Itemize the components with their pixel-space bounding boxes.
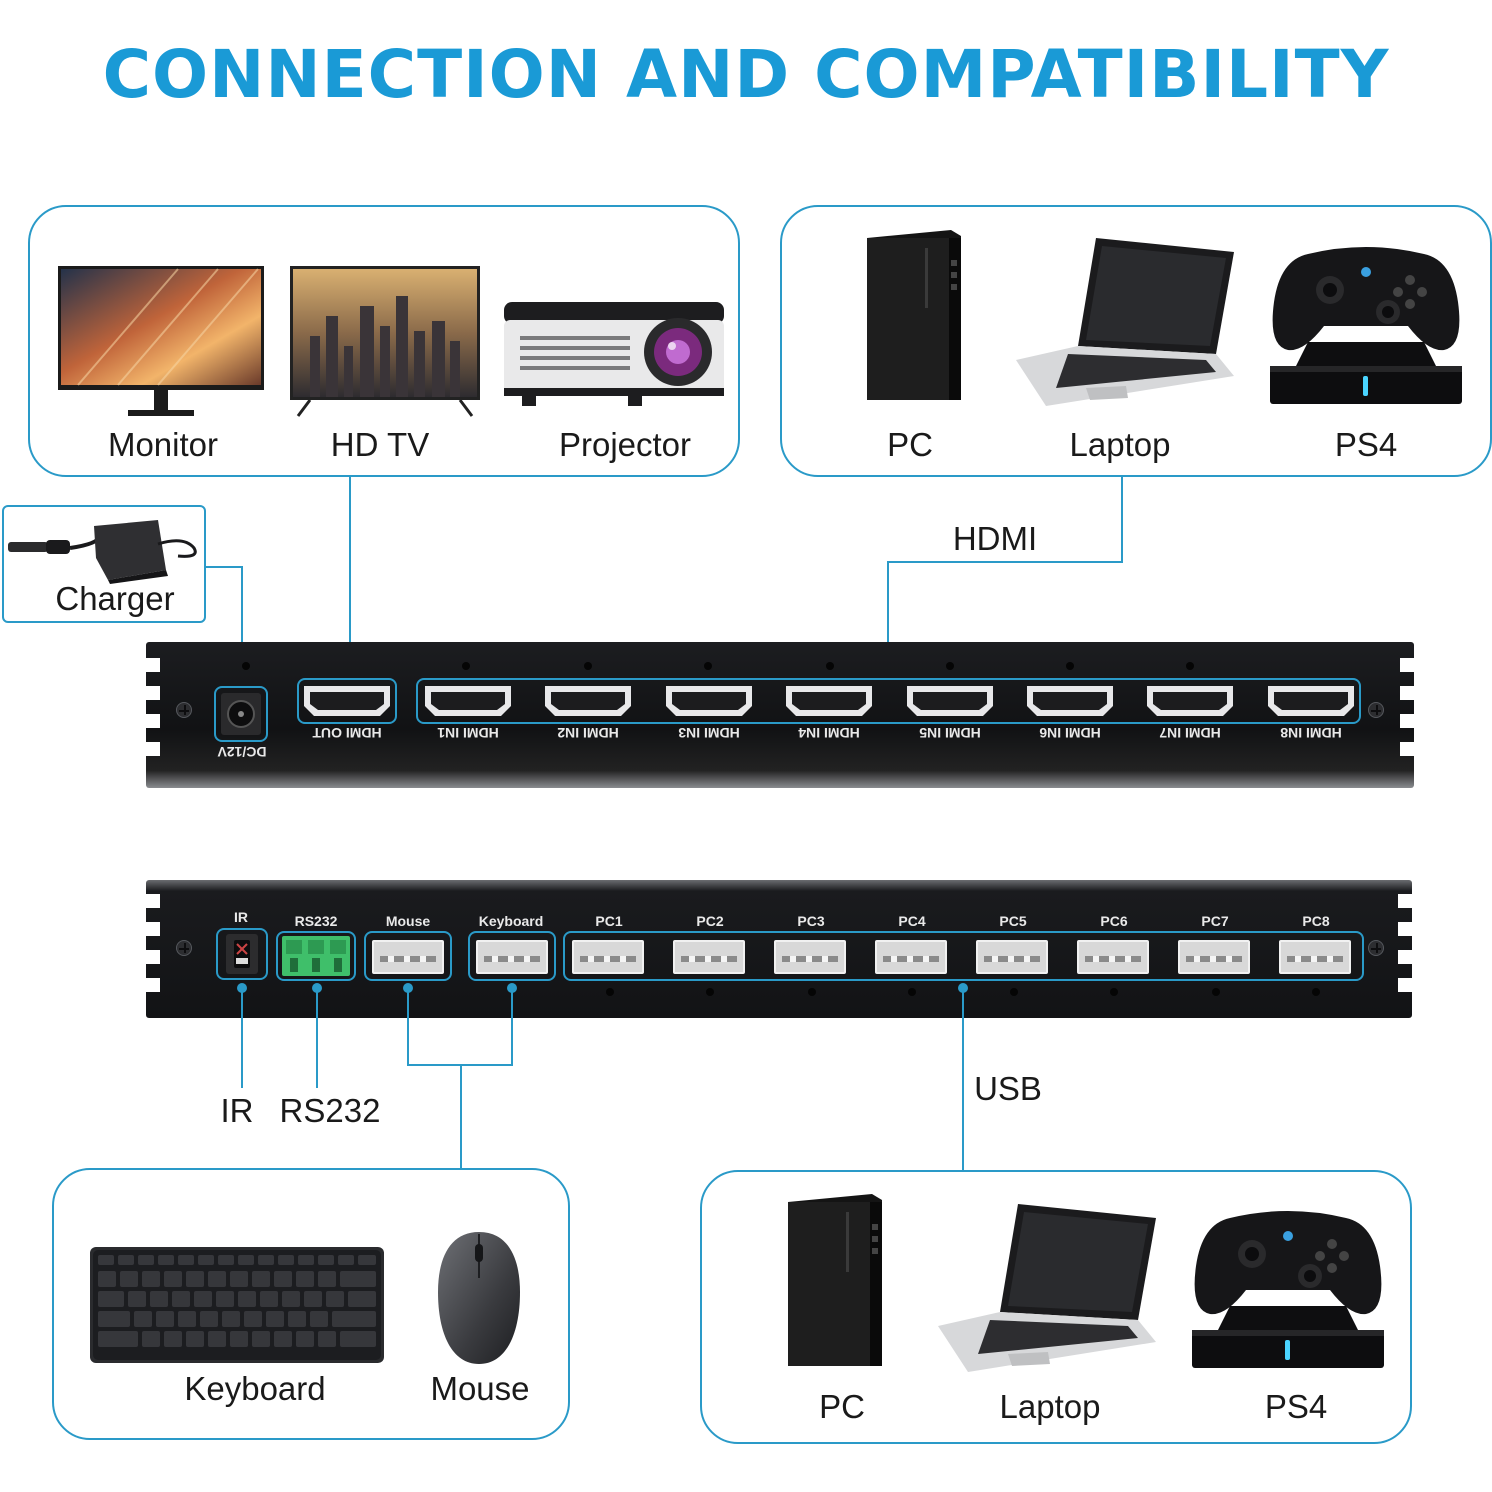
hdmi-in4-port[interactable] <box>786 686 872 716</box>
gamepad-console-icon <box>1192 1211 1384 1368</box>
projector-icon <box>504 302 724 406</box>
screw-icon <box>1368 702 1384 718</box>
hdmi-out-port[interactable] <box>304 686 390 716</box>
charger-label: Charger <box>55 580 175 617</box>
dc-power-jack-icon[interactable] <box>221 693 261 735</box>
rs232-terminal-block-icon[interactable] <box>282 936 350 976</box>
laptop-label-bottom: Laptop <box>999 1388 1101 1425</box>
hdmi-label: HDMI <box>952 520 1038 557</box>
pc2-port-label: PC2 <box>696 913 724 929</box>
monitor-label: Monitor <box>107 426 219 463</box>
keyboard-port-label: Keyboard <box>478 913 544 929</box>
hdmi-wire-top <box>1121 477 1123 563</box>
screw-icon <box>1368 940 1384 956</box>
page-title: CONNECTION AND COMPATIBILITY <box>102 36 1390 113</box>
pc4-port-label: PC4 <box>898 913 926 929</box>
pc5-usb-port[interactable] <box>976 940 1048 974</box>
ps4-label-bottom: PS4 <box>1264 1388 1328 1425</box>
hdmi-in3-port[interactable] <box>666 686 752 716</box>
ps4-label-top: PS4 <box>1334 426 1398 463</box>
pc-label-bottom: PC <box>819 1388 865 1425</box>
hd-tv-label: HD TV <box>330 426 430 463</box>
keyboard-icon <box>90 1247 384 1363</box>
hdmi-in6-port[interactable] <box>1027 686 1113 716</box>
usb-wire <box>962 988 964 1170</box>
hdmi-in8-port[interactable] <box>1268 686 1354 716</box>
hdmi-in1-label: HDMI IN1 <box>437 725 499 741</box>
laptop-icon <box>1016 238 1234 406</box>
hdmi-in1-port[interactable] <box>425 686 511 716</box>
output-wire-v <box>349 477 351 672</box>
gamepad-console-icon <box>1270 247 1462 404</box>
hdmi-out-label: HDMI OUT <box>312 725 382 741</box>
keyboard-port-outline <box>468 931 556 981</box>
pc2-usb-port[interactable] <box>673 940 745 974</box>
hdmi-in2-port[interactable] <box>545 686 631 716</box>
pc-label-top: PC <box>887 426 933 463</box>
hdmi-wire-h <box>887 561 1123 563</box>
keyboard-wire-v <box>511 988 513 1066</box>
pc3-port-label: PC3 <box>797 913 825 929</box>
mouse-usb-port[interactable] <box>372 940 444 974</box>
screw-icon <box>176 940 192 956</box>
charger-wire-v <box>241 566 243 672</box>
peripheral-wire-down <box>460 1064 462 1168</box>
mouse-port-label: Mouse <box>385 913 431 929</box>
rs232-port-outline <box>276 931 356 981</box>
pc5-port-label: PC5 <box>999 913 1027 929</box>
pc-usb-ports-outline <box>563 931 1364 981</box>
pc7-usb-port[interactable] <box>1178 940 1250 974</box>
hdmi-in3-label: HDMI IN3 <box>678 725 740 741</box>
hdmi-in8-label: HDMI IN8 <box>1280 725 1342 741</box>
ir-port-outline <box>216 928 268 980</box>
mouse-wire-v <box>407 988 409 1066</box>
pc7-port-label: PC7 <box>1201 913 1229 929</box>
monitor-icon <box>58 266 264 416</box>
laptop-icon <box>938 1204 1156 1372</box>
mouse-port-outline <box>364 931 452 981</box>
rs232-wire <box>316 988 318 1088</box>
pc-tower-icon <box>788 1194 882 1366</box>
hdmi-inputs-outline <box>416 678 1361 724</box>
hdmi-wire-v <box>887 561 889 673</box>
ir-wire <box>241 988 243 1088</box>
dc-power-label: DC/12V <box>217 744 267 760</box>
hdmi-in7-port[interactable] <box>1147 686 1233 716</box>
dc-power-port-outline <box>214 686 268 742</box>
usb-label: USB <box>974 1070 1042 1107</box>
hdmi-in2-label: HDMI IN2 <box>557 725 619 741</box>
pc1-port-label: PC1 <box>595 913 623 929</box>
hdmi-out-outline <box>297 678 397 724</box>
pc8-port-label: PC8 <box>1302 913 1330 929</box>
keyboard-usb-port[interactable] <box>476 940 548 974</box>
pc-tower-icon <box>867 230 961 400</box>
projector-label: Projector <box>558 426 692 463</box>
pc3-usb-port[interactable] <box>774 940 846 974</box>
ir-sensor-icon <box>226 934 258 974</box>
mouse-icon <box>438 1232 520 1364</box>
pc1-usb-port[interactable] <box>572 940 644 974</box>
hdmi-in4-label: HDMI IN4 <box>798 725 860 741</box>
screw-icon <box>176 702 192 718</box>
mouse-label: Mouse <box>430 1370 530 1407</box>
ir-port-label: IR <box>234 909 248 925</box>
charger-wire-h <box>206 566 243 568</box>
charger-panel <box>2 505 206 623</box>
rs232-port-label: RS232 <box>294 913 338 929</box>
hdmi-in5-port[interactable] <box>907 686 993 716</box>
rs232-callout-label: RS232 <box>279 1092 381 1129</box>
pc8-usb-port[interactable] <box>1279 940 1351 974</box>
laptop-label-top: Laptop <box>1069 426 1171 463</box>
ir-callout-label: IR <box>220 1092 254 1129</box>
tv-icon <box>290 266 480 417</box>
pc6-usb-port[interactable] <box>1077 940 1149 974</box>
pc4-usb-port[interactable] <box>875 940 947 974</box>
pc6-port-label: PC6 <box>1100 913 1128 929</box>
hdmi-in6-label: HDMI IN6 <box>1039 725 1101 741</box>
charger-icon <box>8 520 197 584</box>
hdmi-in7-label: HDMI IN7 <box>1159 725 1221 741</box>
keyboard-label: Keyboard <box>184 1370 326 1407</box>
hdmi-in5-label: HDMI IN5 <box>919 725 981 741</box>
